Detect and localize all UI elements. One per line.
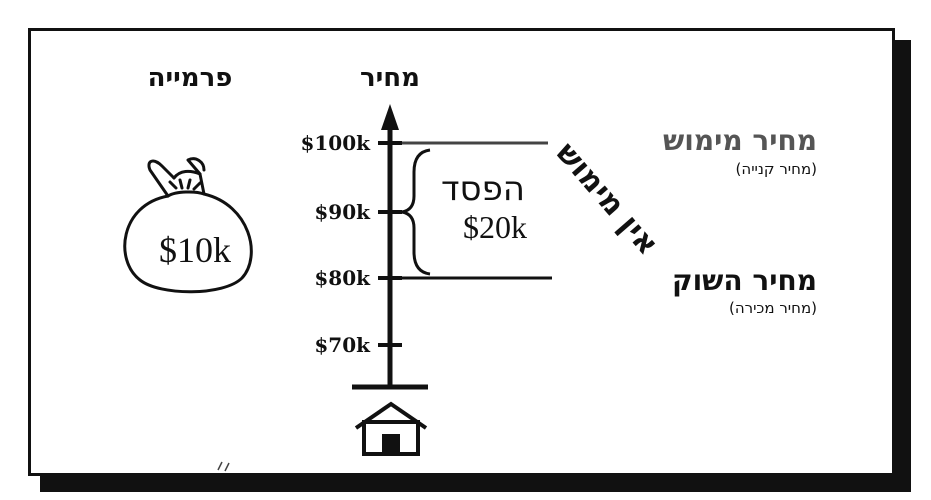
strike-price-label: מחיר מימוש [663, 124, 817, 157]
premium-header: פרמייה [148, 63, 233, 93]
premium-amount: $10k [159, 230, 231, 270]
diagram-frame [28, 28, 895, 476]
tick-label-100k: $100k [300, 131, 371, 155]
house-icon [354, 401, 428, 456]
tick-label-70k: $70k [314, 333, 371, 357]
market-price-sublabel: (מחיר מכירה) [729, 299, 817, 317]
price-axis [352, 104, 428, 390]
loss-label: הפסד [441, 169, 525, 209]
no-exercise-label: אין מימוש [549, 136, 665, 262]
loss-amount: $20k [463, 209, 527, 245]
strike-price-sublabel: (מחיר קנייה) [736, 160, 817, 178]
price-header: מחיר [360, 63, 420, 93]
scan-mark [217, 461, 230, 472]
tick-label-90k: $90k [314, 200, 371, 224]
market-price-label: מחיר השוק [672, 264, 817, 297]
axis-arrow-icon [381, 104, 399, 130]
tick-label-80k: $80k [314, 266, 371, 290]
money-bag-icon [123, 157, 253, 294]
loss-brace [401, 148, 431, 276]
